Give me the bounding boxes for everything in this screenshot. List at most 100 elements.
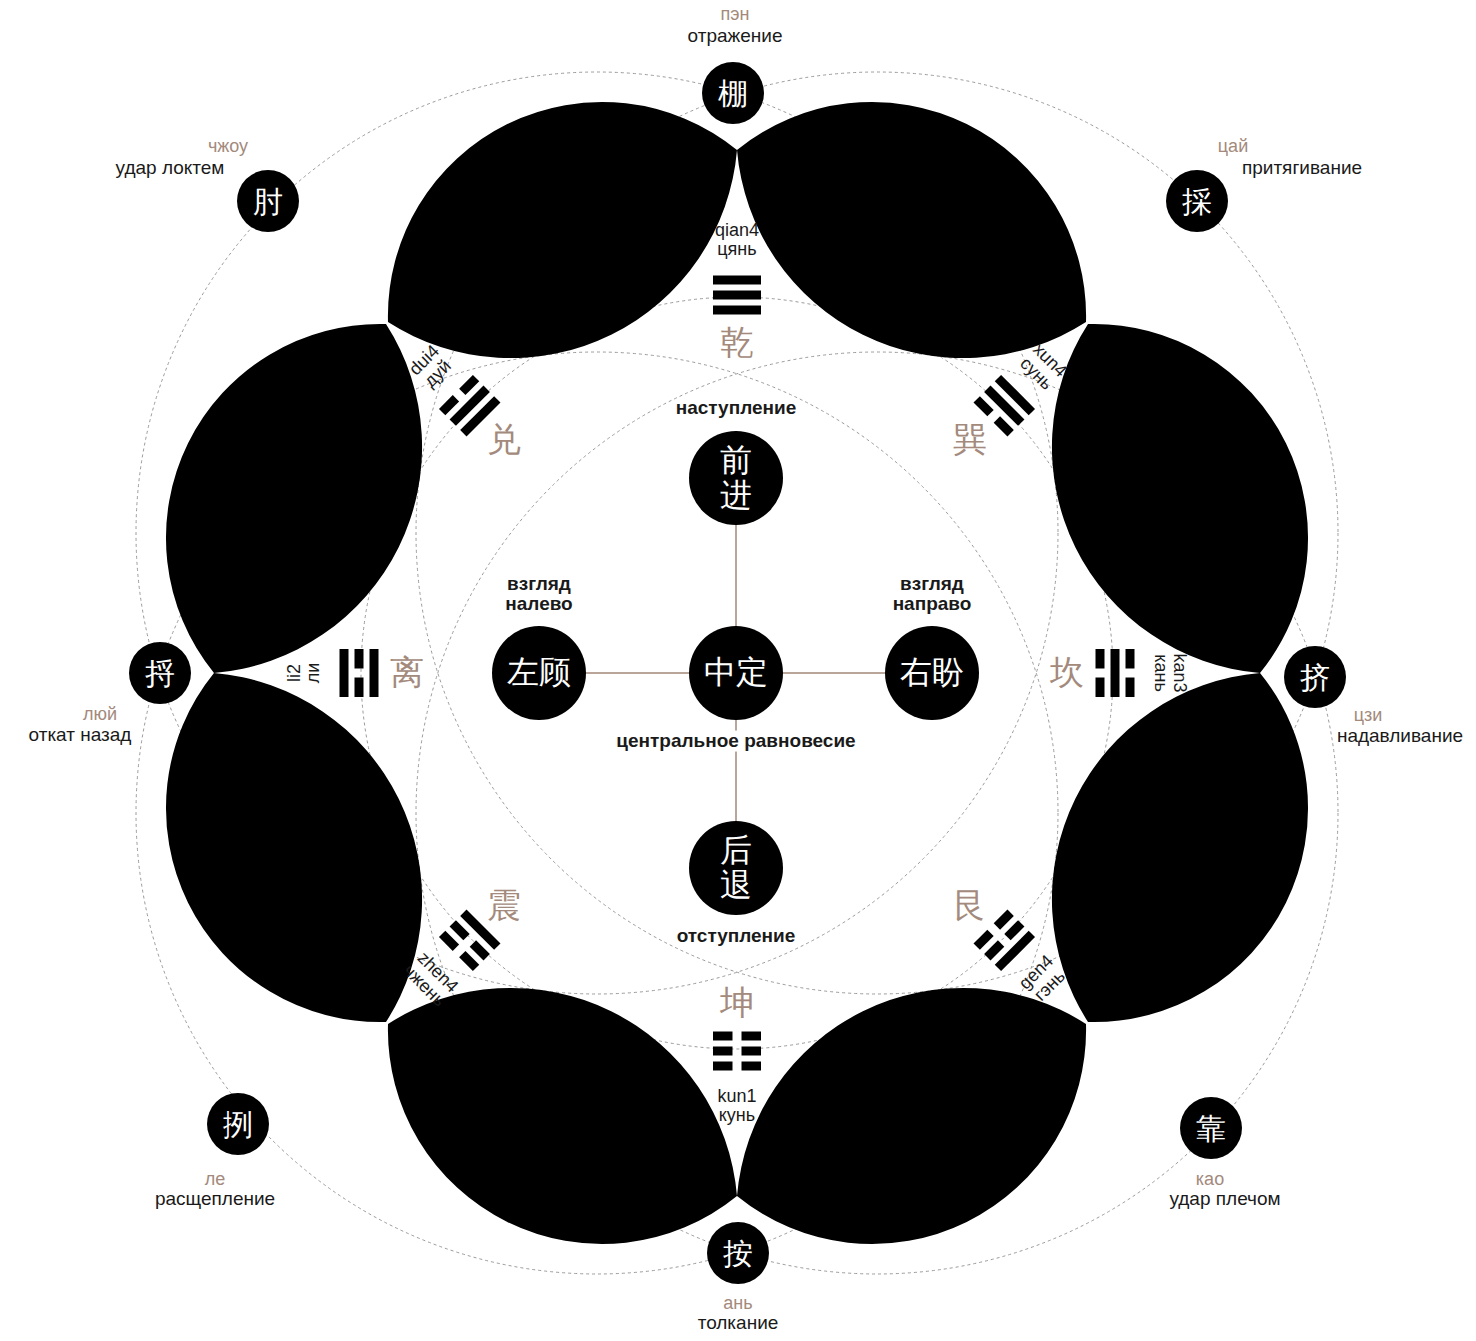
trigram-romanization: li2 — [285, 663, 304, 684]
trigram-romanization: ли — [304, 663, 323, 684]
circle-shape — [689, 626, 783, 720]
trigram-line — [974, 930, 994, 950]
lotus-lobe — [166, 324, 422, 673]
trigram-line — [713, 306, 761, 315]
meaning-label: отражение — [688, 26, 783, 47]
trigram-romanization: цянь — [715, 240, 759, 259]
trigram-character: 坤 — [720, 984, 754, 1021]
posture-circle: 后退отступление — [689, 821, 783, 915]
trigram-romanization-block: dui4дуй — [405, 341, 456, 392]
trigram-romanization: кунь — [717, 1106, 756, 1125]
transliteration-label: цзи — [1354, 706, 1382, 726]
trigram-romanization-block: kan3кань — [1151, 653, 1189, 692]
trigram-symbol — [713, 276, 761, 315]
trigram-line — [370, 649, 379, 697]
trigram-line — [742, 1032, 762, 1041]
trigram-line — [470, 940, 490, 960]
trigram-line — [994, 416, 1014, 436]
trigram-line — [439, 931, 459, 951]
transliteration-label: люй — [83, 705, 117, 725]
transliteration-label: чжоу — [208, 137, 248, 157]
lotus-lobe — [166, 673, 422, 1022]
posture-circle: 靠каоудар плечом — [1180, 1097, 1242, 1159]
lotus-lobes — [166, 102, 1308, 1244]
trigram-line — [713, 291, 761, 300]
trigram-line — [355, 678, 364, 698]
circle-shape — [207, 1093, 269, 1155]
posture-character: 靠 — [1196, 1112, 1226, 1145]
posture-character: 肘 — [253, 185, 283, 218]
circle-shape — [1284, 646, 1346, 708]
trigram-romanization-block: gen4гэнь — [1016, 952, 1071, 1007]
direction-label: наступление — [676, 398, 797, 419]
trigram-romanization: kan3 — [1170, 653, 1189, 692]
meaning-label: надавливание — [1337, 726, 1463, 747]
trigram-line — [1111, 649, 1120, 697]
trigram-line — [713, 276, 761, 285]
connector-line — [783, 672, 885, 674]
transliteration-label: ле — [205, 1170, 226, 1190]
posture-character: 右盼 — [900, 655, 964, 690]
trigram-line — [994, 910, 1014, 930]
trigram-character: 离 — [390, 654, 424, 691]
lotus-lobe — [388, 102, 737, 358]
trigram-character: 巽 — [953, 421, 987, 458]
posture-character: 棚 — [718, 77, 748, 110]
posture-circle: цайпритягивание採 — [1166, 170, 1228, 232]
connectors — [586, 525, 885, 821]
trigram-line — [713, 1032, 733, 1041]
trigram-romanization-block: qian4цянь — [715, 221, 759, 259]
trigram-character: 艮 — [953, 888, 987, 925]
circle-shape — [707, 1222, 769, 1284]
trigram-line — [355, 649, 364, 669]
trigram-line — [1096, 678, 1105, 698]
posture-character: 按 — [723, 1237, 753, 1270]
trigram-symbol — [340, 649, 379, 697]
posture-character: 採 — [1182, 185, 1212, 218]
trigram-line — [974, 396, 994, 416]
posture-circle: 挒лерасщепление — [207, 1093, 269, 1155]
trigram-line — [459, 951, 479, 971]
trigram-line — [995, 375, 1035, 415]
trigram-line — [1126, 649, 1135, 669]
posture-character: 挤 — [1300, 661, 1330, 694]
trigram-romanization-block: zhen4чжень — [400, 948, 463, 1011]
trigram-line — [450, 386, 490, 426]
direction-label: центральное равновесие — [612, 731, 859, 752]
connector-line — [735, 525, 737, 626]
meaning-label: толкание — [698, 1313, 779, 1334]
posture-character: 挒 — [223, 1108, 253, 1141]
trigram-line — [450, 920, 470, 940]
trigram-character: 震 — [487, 888, 521, 925]
trigram-character: 坎 — [1050, 654, 1084, 691]
circle-shape — [885, 626, 979, 720]
trigram-symbol — [1096, 649, 1135, 697]
trigram-romanization-block: li2ли — [285, 663, 323, 684]
trigram-character: 兑 — [487, 421, 521, 458]
circle-shape — [1166, 170, 1228, 232]
posture-character: 前进 — [720, 443, 752, 513]
lotus-lobe — [1052, 673, 1308, 1022]
trigram-line — [742, 1062, 762, 1071]
posture-circle: взгляд налево左顾 — [492, 626, 586, 720]
trigram-line — [984, 386, 1024, 426]
posture-character: 捋 — [145, 657, 175, 690]
trigrams — [340, 276, 1135, 1071]
circle-shape — [1180, 1097, 1242, 1159]
posture-circle: наступление前进 — [689, 431, 783, 525]
circle-shape — [492, 626, 586, 720]
transliteration-label: као — [1196, 1170, 1224, 1190]
trigram-line — [713, 1047, 733, 1056]
trigram-line — [340, 649, 349, 697]
posture-circle: 按аньтолкание — [707, 1222, 769, 1284]
meaning-label: удар локтем — [116, 158, 225, 179]
trigram-line — [984, 940, 1004, 960]
lotus-lobe — [1052, 324, 1308, 673]
posture-character: 后退 — [720, 833, 752, 903]
direction-label: отступление — [677, 926, 796, 947]
trigram-line — [742, 1047, 762, 1056]
posture-character: 中定 — [704, 655, 768, 690]
trigram-romanization: кань — [1151, 653, 1170, 692]
